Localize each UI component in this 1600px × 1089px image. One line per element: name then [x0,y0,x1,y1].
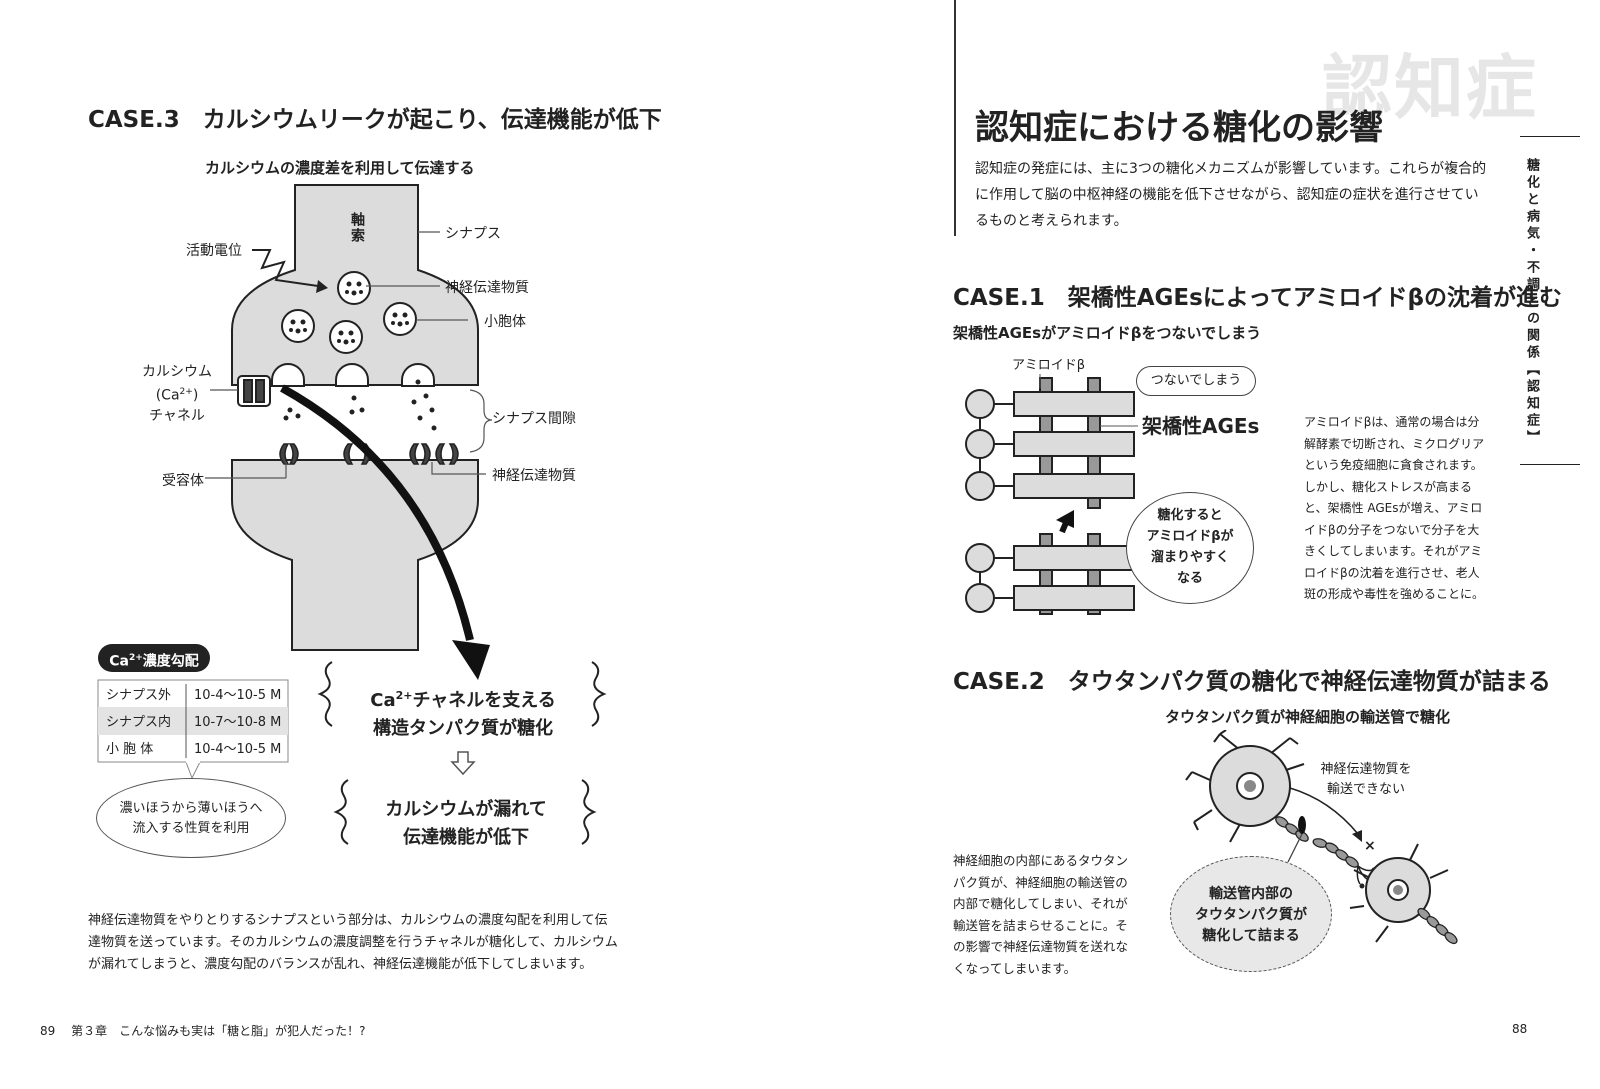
gradient-row: シナプス外 10-4～10-5 M [106,688,282,703]
tau-bubble: 輸送管内部の タウタンパク質が 糖化して詰まる [1170,856,1332,972]
neuron-diagram: × [1185,730,1458,945]
intro-rule [954,0,956,236]
amyloid-bubble: 糖化すると アミロイドβが 溜まりやすく なる [1126,492,1254,604]
callout-leak: カルシウムが漏れて 伝達機能が低下 [385,799,547,848]
callout-glycation: Ca2+チャネルを支える 構造タンパク質が糖化 [370,689,556,739]
vesicle-label: 小胞体 [484,314,526,330]
synapse-label: シナプス [445,226,501,242]
amyloid-diagram [965,374,1138,615]
case1-subtitle: 架橋性AGEsがアミロイドβをつないでしまう [953,324,1262,342]
side-tab-rule-bottom [1520,464,1580,465]
page-title: 認知症における糖化の影響 [975,108,1383,148]
case1-title: CASE.1 架橋性AGEsによってアミロイドβの沈着が進む [953,285,1562,311]
callout-braces [317,661,607,845]
gradient-bubble: 濃いほうから薄いほうへ 流入する性質を利用 [96,778,286,858]
svg-text:×: × [1364,838,1376,854]
ages-label: 架橋性AGEs [1142,414,1260,438]
calcium-leak-arrow [280,384,474,641]
connects-bubble: つないでしまう [1136,366,1256,396]
receptor-label: 受容体 [162,473,204,489]
gradient-table: シナプス外 10-4～10-5 M シナプス内 10-7～10-8 M 小 胞 … [98,680,288,761]
gradient-row: シナプス内 10-7～10-8 M [106,715,282,730]
case2-body: 神経細胞の内部にあるタウタンパク質が、神経細胞の輸送管の内部で糖化してしまい、そ… [953,853,1129,976]
left-footer: 89 第３章 こんな悩みも実は「糖と脂」が犯人だった！? [40,1022,365,1039]
side-tab[interactable]: 糖化と病気・不調との関係【認知症】 [1524,158,1539,447]
action-potential-label: 活動電位 [186,243,242,259]
side-tab-rule-top [1520,136,1580,137]
left-page-number: 89 [40,1024,56,1038]
release-pockets [271,363,435,387]
released-transmitters [283,379,437,431]
amyloid-label: アミロイドβ [1012,358,1086,373]
case3-title: CASE.3 カルシウムリークが起こり、伝達機能が低下 [88,107,662,133]
calcium-channel [237,375,271,407]
synapse-diagram [97,184,607,845]
hollow-down-arrow [450,751,476,776]
right-page-number: 88 [1512,1022,1528,1036]
vesicles [281,271,417,354]
neurotransmitter-top-label: 神経伝達物質 [445,280,529,296]
synaptic-cleft-label: シナプス間隙 [492,411,576,427]
gradient-row: 小 胞 体 10-4～10-5 M [106,742,282,757]
case2-title: CASE.2 タウタンパク質の糖化で神経伝達物質が詰まる [953,669,1551,695]
synapse-diagram-title: カルシウムの濃度差を利用して伝達する [205,159,475,177]
chapter-title: 第３章 こんな悩みも実は「糖と脂」が犯人だった！? [71,1024,366,1038]
calcium-channel-label: カルシウム (Ca2+) チャネル [142,364,212,424]
action-potential-zigzag [252,249,319,287]
case3-body: 神経伝達物質をやりとりするシナプスという部分は、カルシウムの濃度勾配を利用して伝… [88,913,618,972]
intro-text: 認知症の発症には、主に3つの糖化メカニズムが影響しています。これらが複合的に作用… [975,161,1487,229]
cannot-transport-label: 神経伝達物質を 輸送できない [1320,762,1412,797]
neurotransmitter-bottom-label: 神経伝達物質 [492,468,576,484]
case1-body: アミロイドβは、通常の場合は分解酵素で切断され、ミクログリアという免疫細胞に貪食… [1304,415,1485,601]
gradient-badge: Ca2+濃度勾配 [98,644,210,672]
watermark: 認知症 [1322,47,1538,129]
case2-subtitle: タウタンパク質が神経細胞の輸送管で糖化 [1165,708,1451,726]
vesicle-molecules [289,281,409,345]
axon-label: 軸索 [349,212,365,244]
